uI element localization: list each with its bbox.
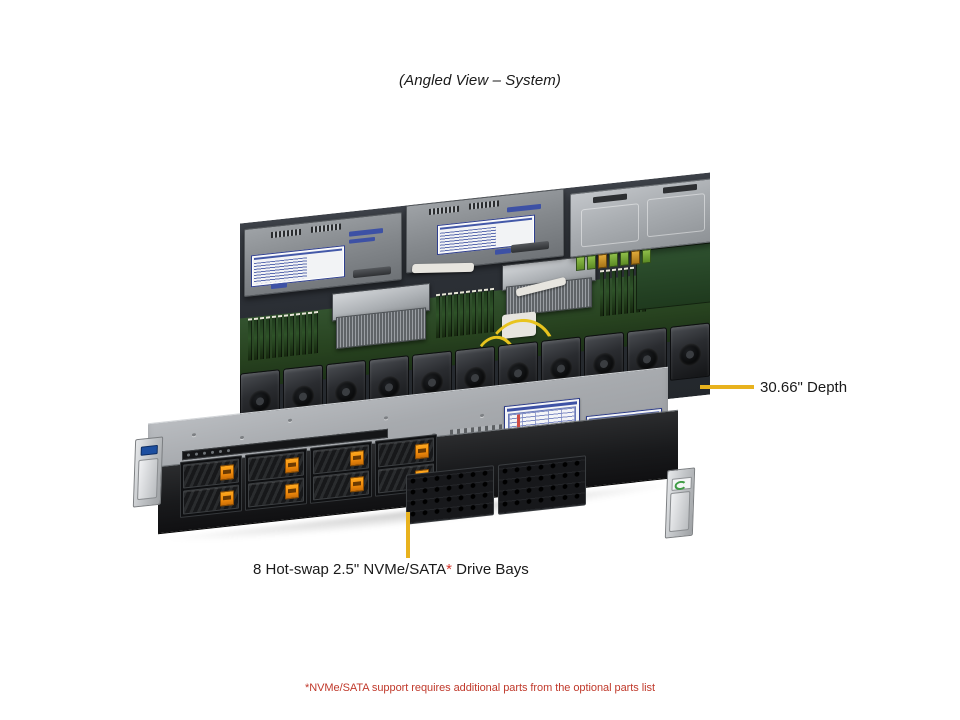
dimm-module xyxy=(260,316,264,360)
drive-bay[interactable] xyxy=(248,477,304,508)
rack-ear-left xyxy=(132,436,164,508)
dimm-module xyxy=(490,287,494,333)
vent-panel xyxy=(498,455,586,515)
psu-vent-slot xyxy=(663,183,697,194)
riser-release-handle[interactable] xyxy=(353,266,391,279)
drive-bay[interactable] xyxy=(248,451,304,482)
psu-connector xyxy=(598,253,607,269)
footnote-asterisk: * xyxy=(446,561,453,578)
drive-bays-leader-line xyxy=(406,512,410,558)
riser-vent xyxy=(271,228,301,239)
status-led xyxy=(195,452,198,456)
dimm-module xyxy=(284,314,288,357)
psu-connector xyxy=(609,252,618,268)
signal-cable-bundle xyxy=(411,262,475,274)
dimm-module xyxy=(248,318,252,361)
dimm-module xyxy=(302,312,306,355)
dimm-module xyxy=(606,269,610,316)
riser-vent xyxy=(429,205,459,215)
riser-vent xyxy=(311,223,341,233)
drive-latch-icon[interactable] xyxy=(285,457,299,474)
dimm-bank-left xyxy=(248,311,318,361)
dimm-module xyxy=(466,290,470,335)
drive-latch-icon[interactable] xyxy=(285,483,299,500)
riser-blue-tag xyxy=(507,203,541,213)
psu-connector xyxy=(620,251,629,267)
depth-callout-label: 30.66" Depth xyxy=(760,379,848,396)
drive-bay[interactable] xyxy=(313,470,369,501)
drive-bay-group xyxy=(245,448,307,511)
status-led xyxy=(227,448,230,453)
status-led xyxy=(203,451,206,455)
server-product-photo xyxy=(120,172,720,553)
drive-bay[interactable] xyxy=(183,484,239,515)
dimm-module xyxy=(600,269,604,317)
riser-vent xyxy=(469,200,499,210)
drive-bay[interactable] xyxy=(183,458,239,489)
drive-bays-callout-text: 8 Hot-swap 2.5" NVMe/SATA xyxy=(253,561,447,578)
drive-bay-group xyxy=(310,441,372,504)
depth-leader-line xyxy=(700,385,754,389)
psu-connector xyxy=(587,254,596,270)
vent-panel xyxy=(406,465,494,525)
rack-ear-right xyxy=(664,467,696,539)
psu-vent-slot xyxy=(593,193,627,204)
dimm-module xyxy=(266,316,270,359)
rack-ear-grip[interactable] xyxy=(137,457,159,501)
psu-connector xyxy=(576,256,585,272)
psu-connector xyxy=(642,248,651,264)
dimm-module xyxy=(630,266,634,314)
usb-port-icon[interactable] xyxy=(140,444,158,456)
dimm-module xyxy=(478,289,482,334)
dimm-module xyxy=(460,291,464,336)
dimm-module xyxy=(484,288,488,334)
dimm-module xyxy=(296,313,300,356)
riser-blue-tag xyxy=(349,227,383,237)
psu-panel-crease xyxy=(581,203,639,248)
drive-latch-icon[interactable] xyxy=(220,490,234,507)
dimm-module xyxy=(624,267,628,314)
psu-connector xyxy=(631,250,640,266)
drive-bays-callout-suffix: Drive Bays xyxy=(452,561,529,578)
drive-bays-callout-label: 8 Hot-swap 2.5" NVMe/SATA* Drive Bays xyxy=(253,561,529,578)
cooling-fan xyxy=(670,322,710,381)
dimm-module xyxy=(254,317,258,361)
drive-latch-icon[interactable] xyxy=(350,475,364,493)
dimm-module xyxy=(612,268,616,316)
psu-panel-crease xyxy=(647,193,705,238)
dimm-module xyxy=(272,315,276,359)
dimm-module xyxy=(314,311,318,354)
footnote-text: *NVMe/SATA support requires additional p… xyxy=(305,682,655,694)
riser-blue-tag xyxy=(495,248,511,255)
status-badge xyxy=(671,476,692,491)
drive-latch-icon[interactable] xyxy=(415,442,429,460)
figure-title: (Angled View – System) xyxy=(399,72,561,89)
status-led xyxy=(219,449,222,454)
dimm-module xyxy=(442,293,446,338)
drive-bay[interactable] xyxy=(313,444,369,475)
drive-latch-icon[interactable] xyxy=(220,464,234,481)
dimm-bank-middle xyxy=(436,287,494,339)
rack-ear-grip[interactable] xyxy=(669,490,691,533)
dimm-module xyxy=(454,291,458,337)
dimm-module xyxy=(448,292,452,337)
drive-latch-icon[interactable] xyxy=(350,449,364,467)
riser-blue-tag xyxy=(271,282,287,290)
drive-bay[interactable] xyxy=(378,437,434,468)
dimm-module xyxy=(436,293,440,339)
dimm-module xyxy=(618,268,622,315)
dimm-module xyxy=(278,314,282,358)
dimm-module xyxy=(290,313,294,357)
dimm-module xyxy=(472,289,476,335)
riser-spec-label xyxy=(251,245,345,288)
status-led xyxy=(211,450,214,455)
riser-blue-tag xyxy=(349,236,375,244)
status-led xyxy=(187,453,190,457)
drive-bay-group xyxy=(180,455,242,518)
dimm-module xyxy=(308,311,312,355)
